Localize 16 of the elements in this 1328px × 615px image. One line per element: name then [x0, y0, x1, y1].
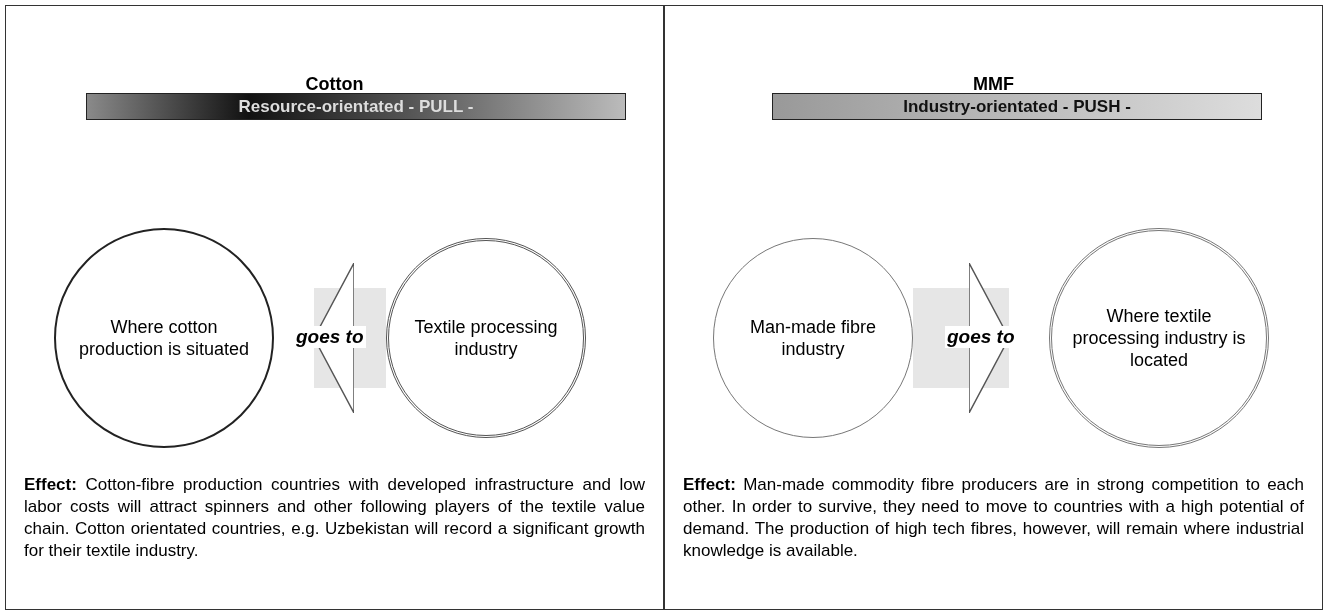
effect-paragraph: Effect: Cotton-fibre production countries with developed infrastructure and low labor costs will attract spinners and other following players of the textile value chain. Cotton orientated countries, e.g. Uzbekistan will record a significant growth for their textile industry. [24, 474, 645, 562]
circle-node: Where cotton production is situated [54, 228, 274, 448]
block-arrow [313, 262, 386, 414]
circle-node: Where textile processing industry is located [1049, 228, 1269, 448]
panel-frame [5, 5, 664, 610]
edge-label: goes to [945, 326, 1017, 348]
panel-title: MMF [972, 74, 1015, 95]
edge-label: goes to [294, 326, 366, 348]
panel-title: Cotton [304, 74, 365, 95]
effect-paragraph: Effect: Man-made commodity fibre producers are in strong competition to each other. In order to survive, they need to move to countries with a high potential of demand. The production of high tech fibres, however, will remain where industrial knowledge is available. [683, 474, 1304, 562]
orientation-banner: Industry-orientated - PUSH - [772, 93, 1262, 120]
block-arrow [913, 262, 1010, 414]
circle-node: Man-made fibre industry [713, 238, 913, 438]
orientation-banner: Resource-orientated - PULL - [86, 93, 626, 120]
panel-frame [664, 5, 1323, 610]
circle-node: Textile processing industry [386, 238, 586, 438]
